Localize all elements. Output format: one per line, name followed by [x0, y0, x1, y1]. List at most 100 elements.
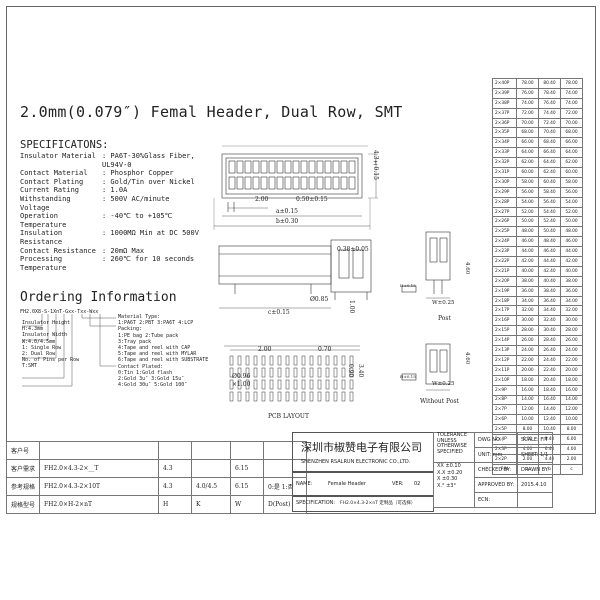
- spec-row: Processing Temperature: 260℃ for 10 seco…: [20, 255, 195, 272]
- bom-header-row: 客户号: [5, 441, 308, 460]
- spec-row: Contact Resistance: 20mΩ Max: [20, 246, 145, 255]
- spec-row: Contact Plating: Gold/Tin over Nickel: [20, 177, 195, 186]
- spec-row: Withstanding Voltage: 500V AC/minute: [20, 194, 170, 212]
- company-block: 深圳市椒赞电子有限公司 SHENZHEN RSALRUN ELECTRONIC …: [292, 432, 434, 472]
- dim-2-00-pcb: 2.00: [258, 346, 272, 353]
- post-label: Post: [438, 315, 451, 322]
- specification-value: FH2.0×4.3-2×nT 定制品（可选择）: [340, 501, 416, 506]
- dim-h-nopost: H±0.15: [400, 374, 416, 379]
- dim-0-70: 0.70: [318, 346, 332, 353]
- side-view-drawing: [218, 239, 372, 309]
- ordering-right-labels: Material Type: 1:PA6T 2:PBT 3:PA6T 4:LCP…: [118, 314, 209, 389]
- spec-row: Insulator Material: PA6T-30%Glass Fiber,: [20, 152, 195, 160]
- dim-a: a±0.15: [276, 208, 298, 215]
- ver-label: VER:: [392, 481, 404, 487]
- spec-heading: SPECIFICATONS:: [20, 139, 109, 151]
- dim-4-60-post: 4.60: [464, 262, 470, 275]
- drawing-frame: [6, 6, 596, 514]
- dim-1-00-sq: ×1.00: [232, 381, 251, 388]
- dim-0-38: 0.38±0.05: [337, 246, 369, 253]
- spec-row: UL94V-0: [102, 160, 132, 169]
- ordering-heading: Ordering Information: [20, 290, 177, 305]
- spec-list: Insulator Material: PA6T-30%Glass Fiber,…: [20, 152, 260, 272]
- pcb-layout-drawing: [224, 345, 360, 402]
- specification-label: SPECIFICATION:: [296, 500, 336, 506]
- post-view-drawing: [401, 231, 451, 299]
- spec-row: Operation Temperature: -40℃ to +105℃: [20, 212, 173, 229]
- ordering-leader-lines: [22, 314, 116, 387]
- dim-0-90: 0.90: [347, 364, 354, 378]
- dim-4-60-nopost: 4.60: [464, 352, 470, 365]
- without-post-label: Without Post: [420, 398, 459, 405]
- dim-h-post: H±0.15: [400, 283, 416, 288]
- company-name-en: SHENZHEN RSALRUN ELECTRONIC CO.,LTD.: [301, 459, 411, 465]
- without-post-view-drawing: [401, 343, 451, 391]
- bom-header: 客户号: [5, 441, 41, 460]
- dim-dia-0-96: Ø0.96: [232, 373, 251, 380]
- dim-2-00: 2.00: [255, 196, 269, 203]
- dim-dia-0-85: Ø0.85: [310, 296, 329, 303]
- top-view-drawing: [213, 145, 378, 230]
- name-value: Female Header: [328, 481, 366, 487]
- dim-c-top: c±0.15: [268, 309, 290, 316]
- dim-b: b±0.30: [276, 218, 299, 225]
- dim-0-50: 0.50±0.15: [296, 196, 328, 203]
- dim-w-nopost: W±0.25: [432, 381, 455, 387]
- ordering-code: FH2.0X8-S-1XnT-Gxx-Txx-Wxx: [20, 309, 99, 315]
- dim-3-40: 3.40: [357, 364, 364, 378]
- name-label: NAME:: [296, 481, 313, 487]
- spec-row: Insulation Resistance: 1000MΩ Min at DC …: [20, 229, 199, 246]
- dim-1-00: 1.00: [348, 300, 355, 314]
- dim-4-3: 4.3±0.15: [372, 150, 379, 180]
- ver-value: 02: [414, 481, 421, 487]
- spec-row: Contact Material: Phosphor Copper: [20, 169, 174, 178]
- dim-w-post: W±0.25: [432, 300, 455, 306]
- spec-row: Current Rating: 1.0A: [20, 186, 128, 195]
- company-name-cn: 深圳市椒赞电子有限公司: [301, 441, 422, 454]
- pcb-layout-label: PCB LAYOUT: [268, 413, 309, 420]
- ordering-left-labels: Insulator Height H:4.3mm Insulator Width…: [22, 320, 80, 370]
